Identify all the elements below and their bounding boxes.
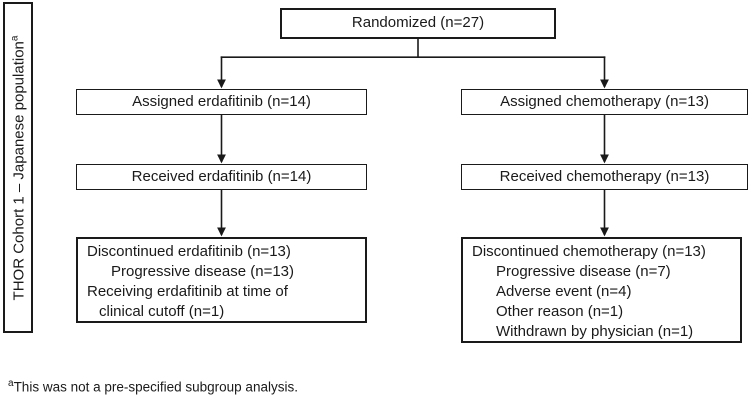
box-line: Receiving erdafitinib at time of — [87, 283, 288, 300]
received-chemotherapy-label: Received chemotherapy (n=13) — [499, 167, 710, 185]
box-line: Discontinued erdafitinib (n=13) — [87, 243, 291, 260]
received-erdafitinib-label: Received erdafitinib (n=14) — [131, 167, 312, 185]
received-chemotherapy-box: Received chemotherapy (n=13) — [461, 164, 748, 190]
assigned-chemotherapy-box: Assigned chemotherapy (n=13) — [461, 89, 748, 115]
assigned-erdafitinib-box: Assigned erdafitinib (n=14) — [76, 89, 367, 115]
cohort-label-box: THOR Cohort 1 – Japanese populationa — [3, 2, 33, 333]
footnote: aThis was not a pre-specified subgroup a… — [8, 378, 298, 395]
box-line: Adverse event (n=4) — [496, 283, 632, 300]
footnote-superscript: a — [8, 378, 14, 389]
box-line: Other reason (n=1) — [496, 303, 624, 320]
box-line: Withdrawn by physician (n=1) — [496, 323, 694, 340]
cohort-label: THOR Cohort 1 – Japanese populationa — [9, 35, 27, 300]
discontinued-chemotherapy-box: Discontinued chemotherapy (n=13) Progres… — [461, 237, 742, 343]
box-line: clinical cutoff (n=1) — [99, 303, 225, 320]
assigned-chemotherapy-label: Assigned chemotherapy (n=13) — [500, 92, 709, 110]
box-line: Progressive disease (n=13) — [111, 263, 295, 280]
cohort-label-superscript: a — [9, 35, 21, 41]
received-erdafitinib-box: Received erdafitinib (n=14) — [76, 164, 367, 190]
footnote-text: This was not a pre-specified subgroup an… — [13, 379, 298, 395]
cohort-label-text: THOR Cohort 1 – Japanese population — [10, 40, 28, 300]
randomized-box: Randomized (n=27) — [280, 8, 556, 39]
discontinued-erdafitinib-box: Discontinued erdafitinib (n=13) Progress… — [76, 237, 367, 323]
box-line: Progressive disease (n=7) — [496, 263, 671, 280]
randomized-label: Randomized (n=27) — [351, 14, 485, 32]
assigned-erdafitinib-label: Assigned erdafitinib (n=14) — [132, 92, 311, 110]
box-line: Discontinued chemotherapy (n=13) — [472, 243, 706, 260]
